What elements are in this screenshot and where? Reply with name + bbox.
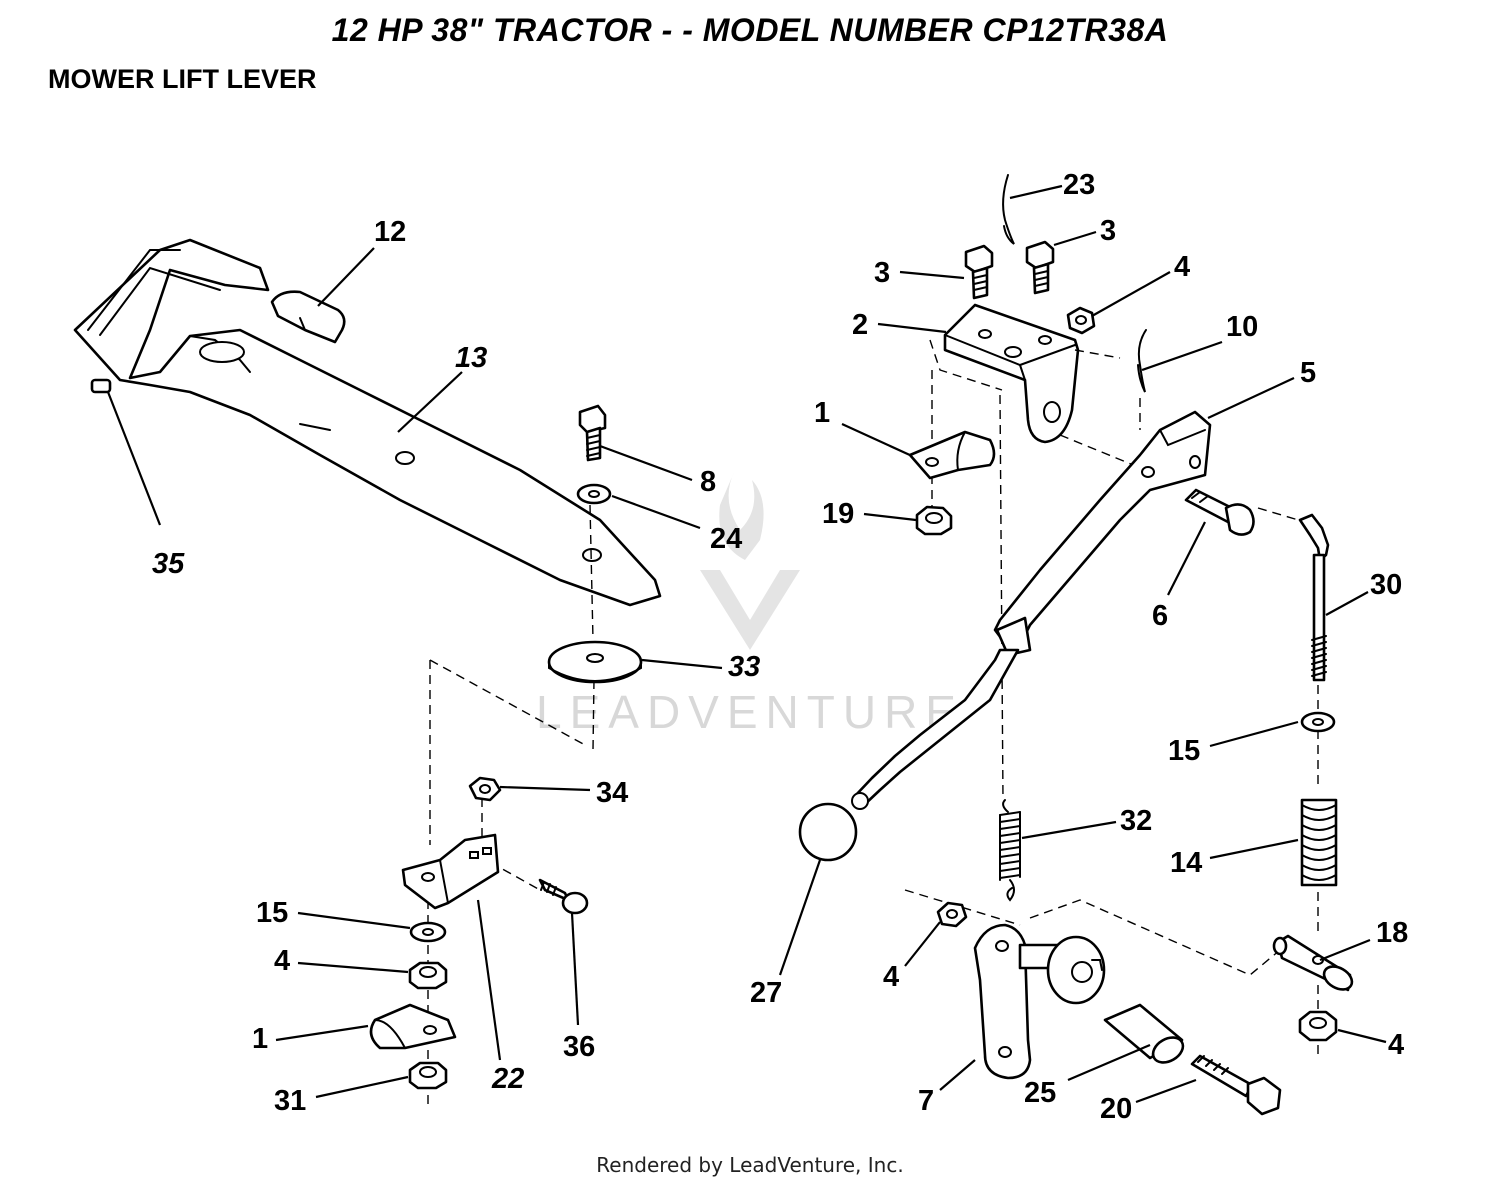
callout-3: 3 xyxy=(1100,215,1116,247)
callout-4: 4 xyxy=(883,961,899,993)
part-1-clip xyxy=(369,1003,457,1050)
callout-32: 32 xyxy=(1120,805,1152,837)
part-27-knob xyxy=(798,802,858,862)
part-36-bolt xyxy=(538,878,589,915)
callout-1: 1 xyxy=(814,397,830,429)
callout-8: 8 xyxy=(700,466,716,498)
callout-labels: 12 13 35 8 24 33 34 15 4 1 31 22 36 23 3… xyxy=(152,169,1408,1125)
part-35-pin xyxy=(90,378,112,394)
callout-19: 19 xyxy=(822,498,854,530)
callout-15: 15 xyxy=(1168,735,1200,767)
part-2-bracket xyxy=(943,303,1080,444)
part-8-bolt xyxy=(578,404,607,462)
part-33-washer xyxy=(547,640,643,684)
callout-25: 25 xyxy=(1024,1077,1056,1109)
callout-35: 35 xyxy=(152,548,185,580)
callout-33: 33 xyxy=(728,651,760,683)
part-25-spacer xyxy=(1103,1003,1185,1064)
part-6-bolt xyxy=(1184,488,1255,536)
callout-15: 15 xyxy=(256,897,288,929)
part-23-cotter-pin xyxy=(1002,174,1015,245)
part-4-nut xyxy=(1298,1010,1338,1042)
callout-12: 12 xyxy=(374,216,406,248)
part-15-washer xyxy=(409,921,447,943)
callout-34: 34 xyxy=(596,777,628,809)
callout-4: 4 xyxy=(1174,251,1190,283)
part-3-bolt-right xyxy=(1025,240,1055,295)
callout-7: 7 xyxy=(918,1085,934,1117)
part-12-pad xyxy=(270,290,346,344)
callout-36: 36 xyxy=(563,1031,595,1063)
part-4-nut xyxy=(1066,306,1096,335)
callout-10: 10 xyxy=(1226,311,1258,343)
callout-27: 27 xyxy=(750,977,782,1009)
callout-14: 14 xyxy=(1170,847,1202,879)
section-title: MOWER LIFT LEVER xyxy=(48,64,317,94)
watermark-text: LEADVENTURE xyxy=(536,686,964,738)
callout-30: 30 xyxy=(1370,569,1402,601)
part-14-spring xyxy=(1300,798,1338,887)
part-22-bracket xyxy=(401,833,500,910)
callout-4: 4 xyxy=(274,945,290,977)
callout-31: 31 xyxy=(274,1085,306,1117)
part-15-washer xyxy=(1300,711,1336,733)
guide-line xyxy=(589,504,594,641)
callout-3: 3 xyxy=(874,257,890,289)
part-19-nut xyxy=(915,505,953,536)
part-10-cotter-pin xyxy=(1137,329,1147,393)
callout-5: 5 xyxy=(1300,357,1316,389)
callout-2: 2 xyxy=(852,309,868,341)
callout-1: 1 xyxy=(252,1023,268,1055)
part-30-rod xyxy=(1298,513,1330,682)
part-3-bolt-left xyxy=(964,244,994,300)
part-31-nut xyxy=(408,1061,448,1090)
part-4-nut xyxy=(936,901,968,928)
watermark: LEADVENTURE xyxy=(536,470,964,738)
part-4-nut xyxy=(408,961,448,990)
part-5-lift-lever xyxy=(851,410,1212,810)
callout-6: 6 xyxy=(1152,600,1168,632)
part-32-spring xyxy=(999,799,1021,902)
callout-4: 4 xyxy=(1388,1029,1404,1061)
part-7-shaft xyxy=(1018,935,1106,1005)
part-7-lift-arm xyxy=(973,923,1032,1080)
callout-24: 24 xyxy=(710,523,742,555)
callout-22: 22 xyxy=(491,1063,524,1095)
callout-20: 20 xyxy=(1100,1093,1132,1125)
footer-credit: Rendered by LeadVenture, Inc. xyxy=(596,1153,904,1177)
part-18-pin xyxy=(1272,934,1354,992)
callout-23: 23 xyxy=(1063,169,1095,201)
part-34-nut xyxy=(468,776,502,802)
part-13-lift-plate xyxy=(73,238,662,607)
part-20-bolt xyxy=(1190,1054,1282,1116)
callout-13: 13 xyxy=(455,342,487,374)
callout-18: 18 xyxy=(1376,917,1408,949)
leader-lines xyxy=(106,184,1387,1104)
part-1-clip xyxy=(908,430,996,480)
page-title: 12 HP 38" TRACTOR - - MODEL NUMBER CP12T… xyxy=(331,12,1169,48)
